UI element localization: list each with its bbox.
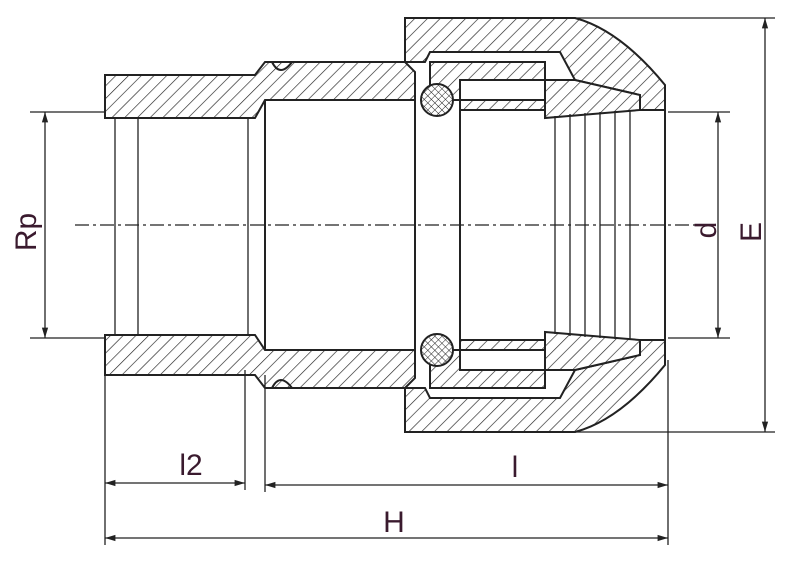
body-groove-bottom: [271, 379, 293, 389]
grip-ring-bottom: [544, 330, 641, 371]
label-h: H: [383, 506, 405, 539]
grip-ring-top: [544, 79, 641, 120]
label-l2: l2: [179, 449, 202, 482]
body-wall-top: [104, 61, 416, 119]
o-ring-top: [420, 83, 454, 117]
nut-bottom: [404, 339, 666, 433]
label-rp: Rp: [10, 213, 43, 251]
label-e: E: [735, 222, 768, 242]
label-d: d: [690, 222, 723, 239]
nut-top: [404, 17, 666, 111]
extension-lines: [30, 17, 775, 545]
o-ring-bottom: [420, 333, 454, 367]
grip-teeth: [554, 110, 631, 340]
body-wall-bottom: [104, 334, 416, 389]
body-groove-top: [271, 61, 293, 71]
label-l: l: [512, 451, 519, 484]
